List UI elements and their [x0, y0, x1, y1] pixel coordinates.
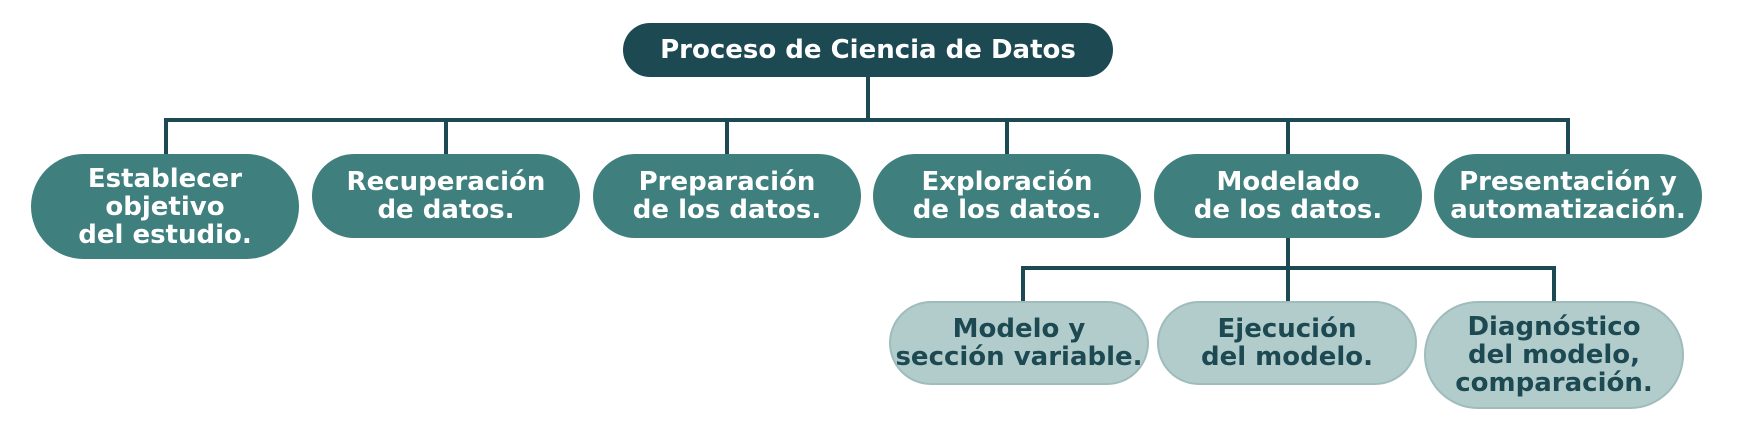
- step-node-presentacion: Presentación y automatización.: [1434, 154, 1702, 238]
- step-node-exploracion: Exploración de los datos.: [873, 154, 1141, 238]
- step-node-recuperacion: Recuperación de datos.: [312, 154, 580, 238]
- substep-node-diagnostico: Diagnóstico del modelo, comparación.: [1424, 301, 1684, 409]
- substep-node-modelo-seccion: Modelo y sección variable.: [889, 301, 1149, 385]
- step-node-preparacion: Preparación de los datos.: [593, 154, 861, 238]
- step-node-modelado: Modelado de los datos.: [1154, 154, 1422, 238]
- substep-node-ejecucion: Ejecución del modelo.: [1157, 301, 1417, 385]
- step-node-establecer-objetivo: Establecer objetivo del estudio.: [31, 154, 299, 259]
- root-node: Proceso de Ciencia de Datos: [623, 23, 1113, 77]
